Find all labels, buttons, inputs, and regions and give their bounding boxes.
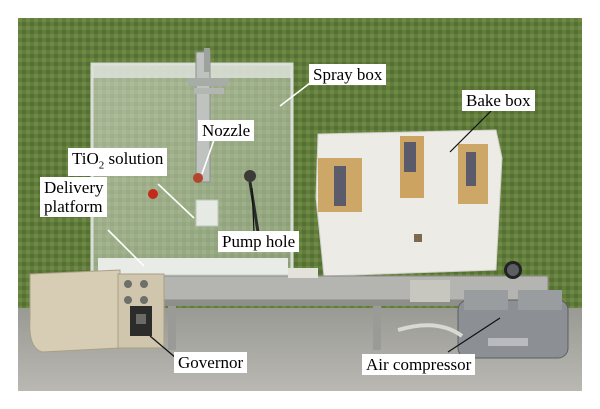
air-compressor-leader — [447, 317, 501, 353]
governor-leader — [149, 335, 177, 359]
red-marker — [148, 189, 158, 199]
pump-hole-part — [244, 170, 256, 182]
apparatus-photo — [18, 18, 582, 391]
bake-box — [315, 129, 503, 277]
motor-housing — [29, 269, 165, 353]
spray-box-leader — [279, 79, 315, 107]
nozzle-part — [193, 173, 203, 183]
bake-box-text: Bake box — [466, 91, 531, 110]
air-compressor-label: Air compressor — [362, 354, 476, 375]
tio2-solution-label: TiO2 solution — [68, 148, 168, 177]
bake-box-leader — [449, 105, 497, 153]
governor-text: Governor — [178, 353, 244, 372]
nozzle-label: Nozzle — [198, 120, 255, 141]
governor-label: Governor — [174, 352, 248, 373]
delivery-line-1: Delivery — [44, 178, 104, 197]
tio2-suffix: solution — [104, 149, 164, 168]
air-compressor-unit — [397, 261, 569, 359]
pump-hole-label: Pump hole — [218, 231, 300, 252]
delivery-line-2: platform — [44, 197, 103, 216]
spray-box-text: Spray box — [313, 65, 383, 84]
tio2-leader — [157, 183, 195, 219]
pump-hole-text: Pump hole — [222, 232, 296, 251]
tio2-prefix: TiO — [72, 149, 99, 168]
solution-vessel — [195, 199, 219, 227]
delivery-leader — [107, 229, 145, 267]
spray-box-label: Spray box — [309, 64, 387, 85]
apparatus-illustration — [18, 18, 582, 391]
nozzle-text: Nozzle — [202, 121, 251, 140]
air-compressor-text: Air compressor — [366, 355, 472, 374]
nozzle-leader — [201, 139, 215, 175]
pump-hole-leader — [251, 187, 255, 233]
bake-box-label: Bake box — [462, 90, 535, 111]
tio2-subscript: 2 — [98, 159, 105, 172]
delivery-platform-label: Delivery platform — [40, 177, 108, 217]
